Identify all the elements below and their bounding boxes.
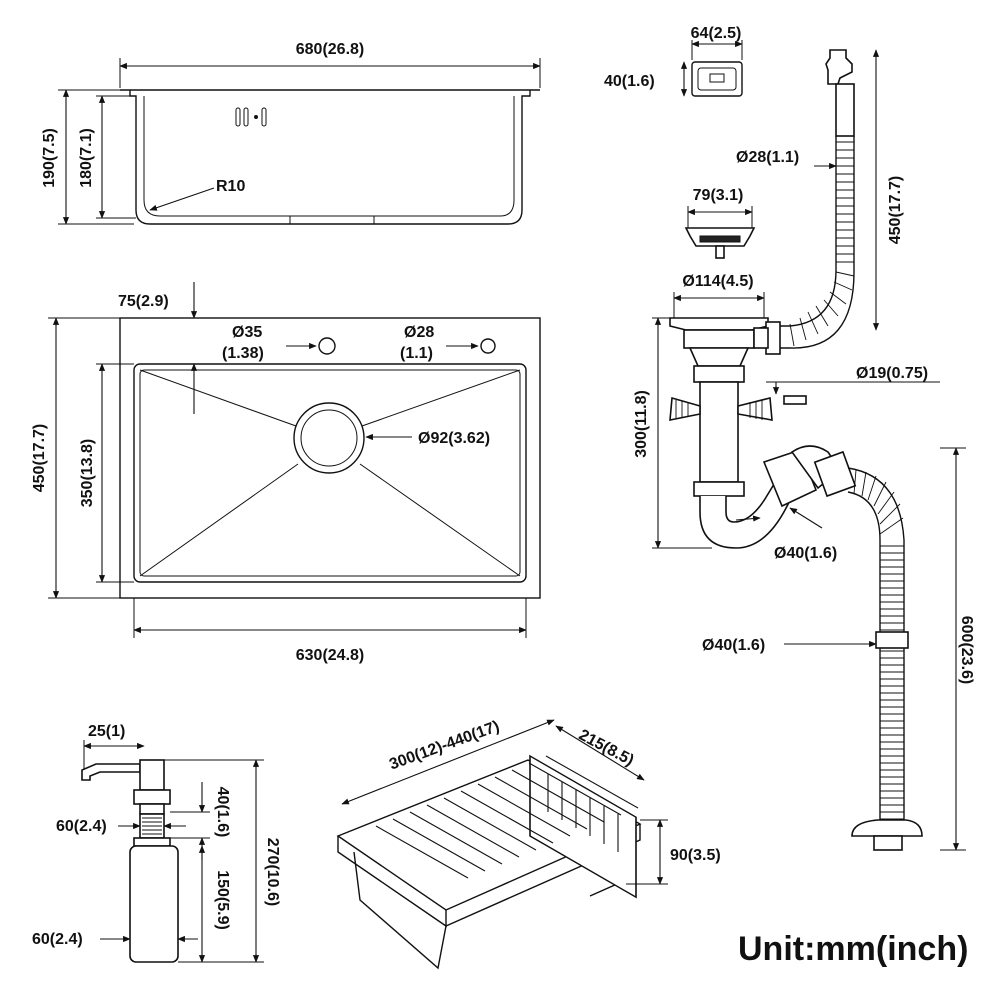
side-inlet-label: Ø19(0.75)	[856, 365, 928, 382]
disp-base-label: 60(2.4)	[32, 931, 83, 948]
flange-dia-label: Ø114(4.5)	[682, 273, 753, 290]
strainer-dia-label: 79(3.1)	[693, 187, 744, 204]
overflow-cover: 64(2.5) 40(1.6)	[604, 25, 743, 97]
basket-len-label: 300(12)-440(17)	[387, 718, 501, 774]
hole-28-label: Ø28	[404, 324, 434, 341]
trap-dia-label: Ø40(1.6)	[774, 545, 837, 562]
soap-dispenser: 25(1) 60(2.4) 40(1.6) 150(5.9) 270(10.6)…	[32, 723, 281, 963]
drain-dia-label: Ø92(3.62)	[418, 430, 490, 447]
trap-height-label: 300(11.8)	[633, 390, 650, 458]
disp-collar-label: 60(2.4)	[56, 818, 107, 835]
disp-nozzle-label: 25(1)	[88, 723, 125, 740]
overflow-height-label: 40(1.6)	[604, 73, 655, 90]
drain-pipe-dia-label: Ø40(1.6)	[702, 637, 765, 654]
tap-hole-28	[480, 338, 496, 354]
overflow-width-label: 64(2.5)	[691, 25, 742, 42]
basket-w-label: 215(8.5)	[576, 727, 637, 770]
outer-height-label: 450(17.7)	[31, 424, 48, 493]
corner-radius-label: R10	[216, 178, 245, 195]
depth-outer-label: 190(7.5)	[41, 128, 58, 188]
drain-hose-rib-lines	[880, 545, 904, 820]
drain-hole	[293, 402, 365, 474]
unit-label: Unit:mm(inch)	[738, 930, 968, 968]
tap-offset-label: 75(2.9)	[118, 293, 169, 310]
inner-width-label: 630(24.8)	[296, 647, 365, 664]
hole-35-label: Ø35	[232, 324, 262, 341]
basket-h-label: 90(3.5)	[670, 847, 721, 864]
disp-bottle-label: 150(5.9)	[214, 870, 231, 930]
hole-28-sub: (1.1)	[400, 345, 433, 362]
depth-inner-label: 180(7.1)	[78, 128, 95, 188]
sink-side-view: 680(26.8) 190(7.5) 180(7.1) R10	[41, 41, 541, 225]
disp-nut-label: 40(1.6)	[214, 787, 231, 838]
hose-len-label: 450(17.7)	[887, 176, 904, 245]
hose-ribs	[789, 141, 855, 347]
disp-bottle	[129, 845, 179, 963]
disp-total-label: 270(10.6)	[264, 838, 281, 907]
drain-basket: 300(12)-440(17) 215(8.5) 90(3.5)	[336, 718, 721, 970]
tap-hole-35	[318, 337, 336, 355]
drain-pipe-len-label: 600(23.6)	[958, 616, 975, 685]
hose-dia-label: Ø28(1.1)	[736, 149, 799, 166]
drain-hose-ribs	[853, 469, 904, 535]
overflow-slots	[235, 107, 267, 127]
basket-slats	[375, 755, 639, 879]
drain-assembly: Ø28(1.1) 450(17.7) 79(3.1) Ø114(4.5)	[633, 49, 975, 851]
inner-height-label: 350(13.8)	[79, 439, 96, 508]
sink-top-view: 75(2.9) Ø35 (1.38) Ø28 (1.1) Ø92(3.62) 4…	[31, 282, 541, 664]
hole-35-sub: (1.38)	[222, 345, 264, 362]
top-width-label: 680(26.8)	[296, 41, 365, 58]
